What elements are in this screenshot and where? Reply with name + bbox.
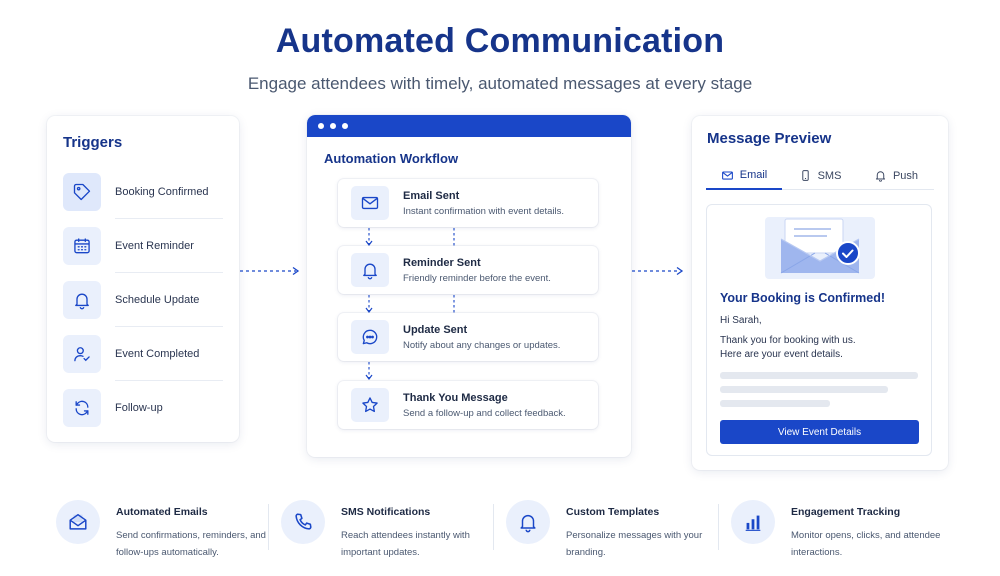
step-desc: Instant confirmation with event details. bbox=[403, 205, 565, 217]
star-icon bbox=[351, 388, 389, 422]
bell-icon bbox=[351, 253, 389, 287]
page-subtitle: Engage attendees with timely, automated … bbox=[247, 74, 753, 93]
placeholder-line bbox=[720, 386, 888, 393]
trigger-item-follow-up[interactable]: Follow-up bbox=[63, 381, 223, 435]
email-body-line: Thank you for booking with us. bbox=[720, 335, 856, 346]
email-body-line: Here are your event details. bbox=[720, 349, 843, 360]
trigger-label: Event Completed bbox=[115, 327, 223, 381]
flow-arrow-right bbox=[632, 266, 684, 276]
page-title: Automated Communication bbox=[275, 22, 725, 60]
refresh-icon bbox=[63, 389, 101, 427]
phone-icon bbox=[801, 170, 809, 181]
flow-arrow-left bbox=[240, 266, 300, 276]
window-dot bbox=[342, 123, 348, 129]
step-connector bbox=[365, 228, 373, 246]
feature-title: Automated Emails bbox=[116, 506, 208, 518]
feature-engagement-tracking: Engagement Tracking Monitor opens, click… bbox=[731, 500, 956, 558]
bell-icon bbox=[875, 171, 886, 182]
triggers-title: Triggers bbox=[63, 134, 123, 151]
feature-title: Engagement Tracking bbox=[791, 506, 901, 518]
feature-desc: Monitor opens, clicks, and attendee inte… bbox=[791, 530, 941, 558]
features-row: Automated Emails Send confirmations, rem… bbox=[56, 500, 956, 558]
bell-icon bbox=[63, 281, 101, 319]
feature-divider bbox=[718, 504, 719, 550]
phone-handset-icon bbox=[281, 500, 325, 544]
preview-title: Message Preview bbox=[707, 130, 832, 147]
mail-icon bbox=[351, 186, 389, 220]
trigger-item-event-completed[interactable]: Event Completed bbox=[63, 327, 223, 381]
preview-tabs: Email SMS Push bbox=[706, 162, 934, 190]
trigger-item-schedule-update[interactable]: Schedule Update bbox=[63, 273, 223, 327]
mail-icon bbox=[721, 170, 733, 180]
step-desc: Send a follow-up and collect feedback. bbox=[403, 407, 566, 419]
workflow-title: Automation Workflow bbox=[324, 151, 459, 166]
workflow-step-update-sent[interactable]: Update Sent Notify about any changes or … bbox=[338, 313, 598, 361]
workflow-step-email-sent[interactable]: Email Sent Instant confirmation with eve… bbox=[338, 179, 598, 227]
feature-custom-templates: Custom Templates Personalize messages wi… bbox=[506, 500, 731, 558]
step-title: Update Sent bbox=[403, 323, 468, 336]
triggers-card: Triggers Booking Confirmed Event Reminde… bbox=[47, 116, 239, 442]
step-connector bbox=[453, 295, 455, 314]
trigger-list: Booking Confirmed Event Reminder Schedul… bbox=[63, 165, 223, 435]
step-connector bbox=[365, 362, 373, 380]
chat-icon bbox=[351, 320, 389, 354]
tab-push[interactable]: Push bbox=[858, 162, 934, 189]
envelope-illustration bbox=[765, 217, 875, 279]
feature-sms-notifications: SMS Notifications Reach attendees instan… bbox=[281, 500, 506, 558]
trigger-item-event-reminder[interactable]: Event Reminder bbox=[63, 219, 223, 273]
step-title: Thank You Message bbox=[403, 391, 508, 404]
message-preview-card: Message Preview Email SMS Push bbox=[692, 116, 948, 470]
calendar-icon bbox=[63, 227, 101, 265]
tab-label: Push bbox=[892, 169, 919, 182]
trigger-item-booking-confirmed[interactable]: Booking Confirmed bbox=[63, 165, 223, 219]
feature-desc: Personalize messages with your branding. bbox=[566, 530, 703, 558]
workflow-window: Automation Workflow Email Sent Instant c… bbox=[307, 115, 631, 457]
window-dot bbox=[330, 123, 336, 129]
email-heading: Your Booking is Confirmed! bbox=[720, 291, 886, 305]
feature-title: Custom Templates bbox=[566, 506, 660, 518]
tab-sms[interactable]: SMS bbox=[782, 162, 858, 189]
user-check-icon bbox=[63, 335, 101, 373]
workflow-step-reminder-sent[interactable]: Reminder Sent Friendly reminder before t… bbox=[338, 246, 598, 294]
step-desc: Friendly reminder before the event. bbox=[403, 272, 551, 284]
window-dot bbox=[318, 123, 324, 129]
step-connector bbox=[453, 228, 455, 247]
tab-email[interactable]: Email bbox=[706, 162, 782, 190]
tag-icon bbox=[63, 173, 101, 211]
step-connector bbox=[365, 295, 373, 313]
workflow-step-thank-you[interactable]: Thank You Message Send a follow-up and c… bbox=[338, 381, 598, 429]
trigger-label: Schedule Update bbox=[115, 273, 223, 327]
envelope-open-icon bbox=[56, 500, 100, 544]
bar-chart-icon bbox=[731, 500, 775, 544]
view-event-details-button[interactable]: View Event Details bbox=[720, 420, 919, 444]
step-title: Reminder Sent bbox=[403, 256, 481, 269]
feature-title: SMS Notifications bbox=[341, 506, 431, 518]
email-greeting: Hi Sarah, bbox=[720, 315, 762, 326]
tab-label: SMS bbox=[817, 169, 842, 182]
step-desc: Notify about any changes or updates. bbox=[403, 339, 561, 351]
feature-divider bbox=[268, 504, 269, 550]
trigger-label: Booking Confirmed bbox=[115, 165, 223, 219]
bell-icon bbox=[506, 500, 550, 544]
placeholder-line bbox=[720, 372, 918, 379]
window-title-bar bbox=[307, 115, 631, 137]
trigger-label: Event Reminder bbox=[115, 219, 223, 273]
placeholder-line bbox=[720, 400, 830, 407]
feature-automated-emails: Automated Emails Send confirmations, rem… bbox=[56, 500, 281, 558]
tab-label: Email bbox=[739, 169, 768, 181]
feature-desc: Send confirmations, reminders, and follo… bbox=[116, 530, 266, 558]
trigger-label: Follow-up bbox=[115, 402, 163, 414]
feature-divider bbox=[493, 504, 494, 550]
feature-desc: Reach attendees instantly with important… bbox=[341, 530, 470, 558]
step-title: Email Sent bbox=[403, 189, 460, 202]
email-preview: Your Booking is Confirmed! Hi Sarah, Tha… bbox=[706, 204, 932, 456]
